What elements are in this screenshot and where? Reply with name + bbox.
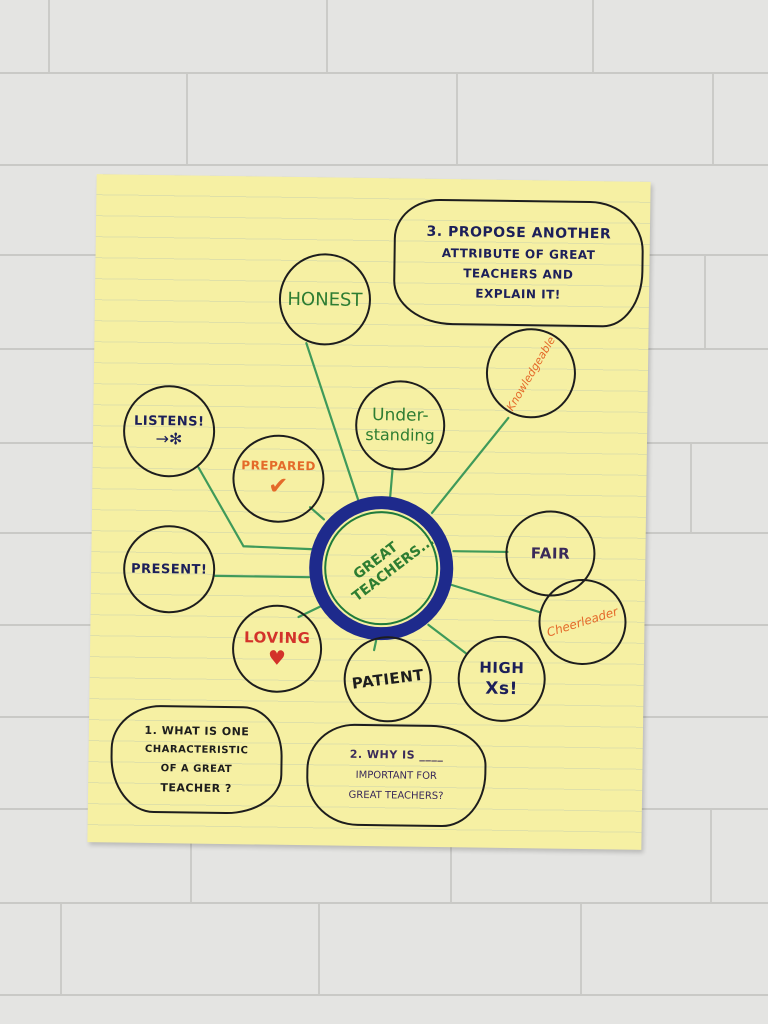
prompt-1-line2: CHARACTERISTIC [144,743,249,757]
prompt-3-line3: TEACHERS AND [463,266,574,282]
brick-row [0,904,768,996]
attribute-cheerleader-label: Cheerleader [545,604,620,640]
spoke-patient [372,639,378,652]
prompt-1-line3: OF A GREAT [160,763,233,776]
attribute-understanding-line1: Under- [371,405,429,426]
prompt-2-cloud: 2. WHY IS ____ IMPORTANT FOR GREAT TEACH… [305,723,488,828]
spoke-prepared [308,506,325,521]
center-label: GREAT TEACHERS... [349,532,438,606]
spoke-high [427,623,468,655]
heart-icon: ♥ [267,645,287,670]
attribute-listens-label: LISTENS! [133,413,205,430]
attribute-fair-label: FAIR [530,544,571,563]
spoke-present [213,574,311,579]
attribute-present-label: PRESENT! [130,561,208,578]
prompt-1-line1: 1. WHAT IS ONE [144,723,250,739]
prompt-1-cloud: 1. WHAT IS ONE CHARACTERISTIC OF A GREAT… [109,704,284,815]
spoke-listens [197,466,315,551]
prompt-1-line4: TEACHER ? [160,781,232,796]
spoke-honest [305,342,360,501]
spoke-knowledgeable [430,416,510,514]
spoke-fair [452,550,509,554]
prompt-3-line2: ATTRIBUTE OF GREAT [441,245,596,263]
prompt-3-cloud: 3. PROPOSE ANOTHER ATTRIBUTE OF GREAT TE… [392,198,645,328]
brick-row [0,0,768,74]
attribute-understanding-line2: standing [365,424,435,445]
prompt-3-line4: EXPLAIN IT! [475,286,561,302]
attribute-knowledgeable-label: Knowledgeable [503,333,559,413]
attribute-high-line2: Xs! [485,678,518,700]
attribute-high-line1: HIGH [479,658,525,678]
spoke-cheerleader [447,583,542,614]
attribute-loving-label: LOVING [243,628,311,648]
ear-icon: →✻ [155,429,183,449]
attribute-patient-label: PATIENT [350,665,425,693]
prompt-2-line2: IMPORTANT FOR [355,769,438,782]
prompt-2-line1: 2. WHY IS ____ [349,747,444,763]
brick-row [0,74,768,166]
brick-row [0,810,768,904]
spoke-understanding [389,467,394,498]
attribute-honest-label: HONEST [287,288,363,311]
spoke-lines [197,342,542,655]
prompt-3-line1: 3. PROPOSE ANOTHER [426,223,612,243]
checkmark-icon: ✔ [268,471,289,500]
anchor-chart-poster: GREAT TEACHERS... HONEST Under- standing… [87,174,651,850]
prompt-2-line3: GREAT TEACHERS? [348,789,444,803]
spoke-loving [297,604,324,619]
